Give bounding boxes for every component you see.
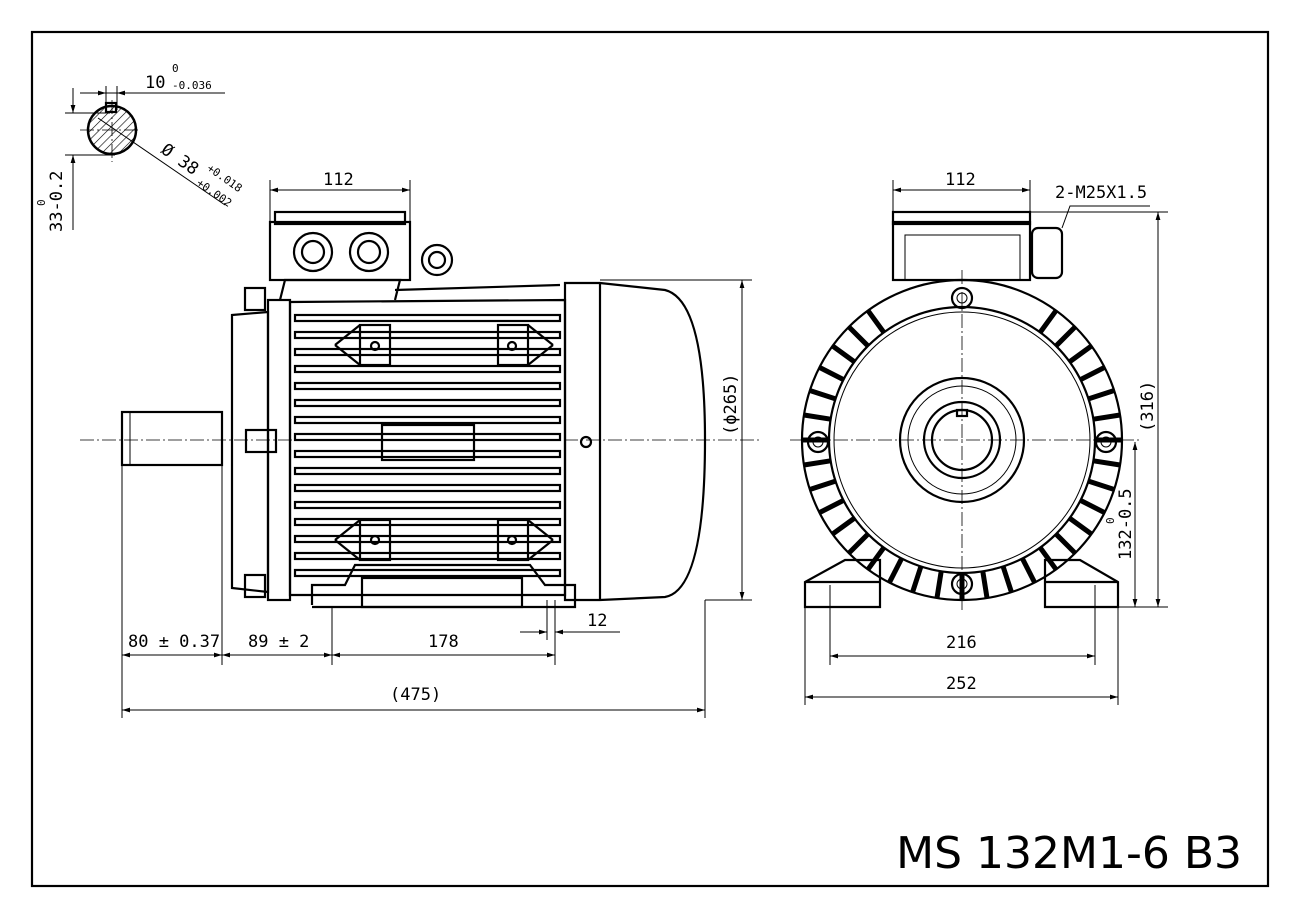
- radial-fin: [1079, 498, 1106, 515]
- fin: [293, 483, 562, 493]
- radial-fin: [1068, 343, 1093, 364]
- fin: [293, 381, 562, 391]
- foot-hole-label: 12: [587, 611, 607, 631]
- fin: [293, 330, 562, 340]
- fin: [293, 517, 562, 527]
- radial-fin: [809, 478, 837, 492]
- shaft-height-tol-upper: 0: [1104, 517, 1117, 524]
- radial-fin: [1079, 365, 1106, 382]
- radial-fin: [1087, 478, 1115, 492]
- radial-fin: [1087, 388, 1115, 402]
- model-title: MS 132M1-6 B3: [896, 828, 1242, 879]
- radial-fin: [847, 325, 870, 348]
- shaft-length-label: 80 ± 0.37: [128, 632, 220, 652]
- radial-fin: [980, 570, 990, 599]
- radial-fin: [831, 516, 856, 537]
- fin: [293, 415, 562, 425]
- foot-spacing-label: 178: [428, 632, 459, 652]
- fin: [293, 432, 562, 442]
- key-width-tol-lower: -0.036: [172, 79, 212, 92]
- shaft-height-label: 132-0.5: [1116, 488, 1136, 560]
- motor-body: [288, 298, 567, 597]
- fin: [293, 313, 562, 323]
- key-width-tol-upper: 0: [172, 62, 179, 75]
- cooling-fins: [293, 313, 562, 578]
- terminal-box-width-label: 112: [323, 170, 354, 190]
- radial-fin: [803, 458, 832, 468]
- radial-fin: [865, 546, 886, 571]
- radial-fin: [831, 343, 856, 364]
- radial-fin: [803, 412, 832, 422]
- radial-fin: [809, 388, 837, 402]
- front-feet: [803, 558, 1120, 609]
- radial-fin: [865, 309, 886, 334]
- fin: [293, 398, 562, 408]
- drawing-frame: [30, 30, 1270, 888]
- fin: [293, 500, 562, 510]
- radial-fin: [1068, 516, 1093, 537]
- fin: [293, 466, 562, 476]
- cable-gland-label: 2-M25X1.5: [1055, 183, 1147, 203]
- radial-fin: [910, 565, 924, 593]
- overall-length-label: (475): [390, 685, 441, 705]
- side-view: 112 (ϕ265) 80 ± 0.37 89 ± 2 178 12 (475): [80, 170, 760, 718]
- radial-fin: [818, 498, 845, 515]
- foot-hole-spacing-label: 216: [946, 633, 977, 653]
- shaft: [120, 410, 224, 467]
- key-height-tol-upper: 0: [35, 199, 48, 206]
- foot-width-label: 252: [946, 674, 977, 694]
- key-width-label: 10: [145, 73, 165, 93]
- fin: [293, 364, 562, 374]
- fin: [293, 568, 562, 578]
- key-height-label: 33-0.2: [47, 171, 67, 232]
- radial-fin: [1020, 557, 1037, 584]
- radial-fin: [818, 365, 845, 382]
- fan-cover: [563, 281, 707, 602]
- overall-height-label: (316): [1138, 381, 1158, 432]
- radial-fin: [934, 570, 944, 599]
- radial-fin: [1000, 565, 1014, 593]
- radial-fin: [847, 532, 870, 555]
- front-terminal-box-width-label: 112: [945, 170, 976, 190]
- shoulder-to-foot-label: 89 ± 2: [248, 632, 309, 652]
- front-view: 112 2-M25X1.5 (316) 132-0.5 0 216 252: [790, 170, 1168, 705]
- cable-gland: [1030, 226, 1064, 280]
- fan-cover-dia-label: (ϕ265): [721, 374, 741, 435]
- radial-fin: [887, 557, 904, 584]
- radial-fin: [1038, 309, 1059, 334]
- fin: [293, 347, 562, 357]
- radial-fin: [1054, 325, 1077, 348]
- fin: [293, 449, 562, 459]
- shaft-section-detail: 10 0 -0.036 Ø 38 +0.018 +0.002 33-0.2 0: [35, 62, 244, 232]
- motor-feet: [310, 563, 577, 609]
- fin: [293, 534, 562, 544]
- radial-fin: [1038, 546, 1059, 571]
- radial-fin: [1054, 532, 1077, 555]
- radial-fin: [1092, 412, 1121, 422]
- radial-fin: [1092, 458, 1121, 468]
- fin: [293, 551, 562, 561]
- eyebolt: [420, 243, 454, 277]
